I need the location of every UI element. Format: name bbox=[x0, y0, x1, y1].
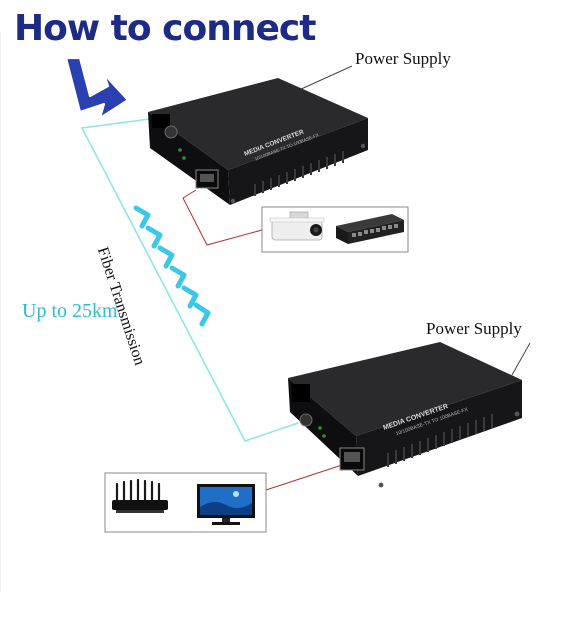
power-supply-label-top: Power Supply bbox=[355, 49, 451, 68]
equipment-box-top bbox=[261, 206, 409, 253]
network-switch-icon bbox=[336, 214, 404, 244]
ip-camera-icon bbox=[269, 211, 325, 241]
wifi-router-icon bbox=[112, 478, 168, 513]
pointer-arrow-icon bbox=[64, 56, 130, 120]
distance-label: Up to 25km bbox=[22, 300, 118, 322]
equipment-box-bottom bbox=[104, 472, 267, 533]
copper-cable-bottom bbox=[265, 464, 343, 491]
fiber-cable bbox=[80, 117, 299, 442]
transmission-chevrons-icon bbox=[133, 205, 211, 327]
page-title: How to connect bbox=[14, 8, 316, 49]
power-line-bottom bbox=[511, 342, 531, 376]
page-edge bbox=[0, 32, 1, 592]
media-converter-top: MEDIA CONVERTER 10/100BASE-TX TO 100BASE… bbox=[148, 78, 368, 205]
monitor-icon bbox=[197, 484, 255, 525]
copper-cable-top bbox=[182, 189, 263, 246]
power-supply-label-bottom: Power Supply bbox=[426, 319, 522, 338]
media-converter-bottom: MEDIA CONVERTER 10/100BASE-TX TO 100BASE… bbox=[288, 342, 522, 488]
